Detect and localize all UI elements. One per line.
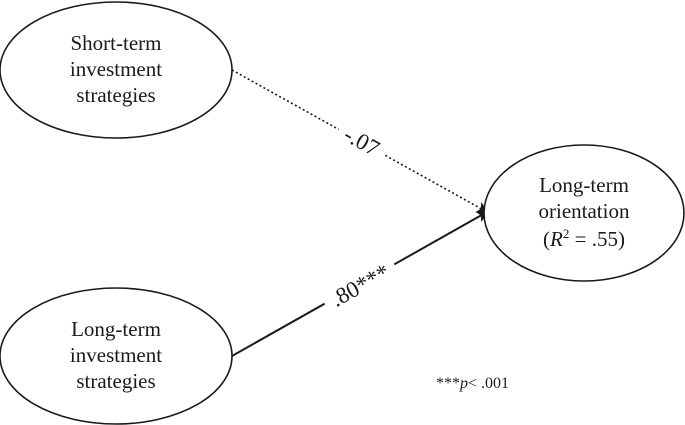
node-long-term-orientation [483,144,685,282]
node-outcome-line-2: orientation [539,199,630,223]
r-squared-superscript: 2 [563,226,570,241]
coefficient-long-background [318,254,402,316]
node-long-term-strategies [0,287,233,425]
node-short-term-line-1: Short-term [71,31,162,55]
r-squared-symbol: R [549,227,563,251]
node-long-term-line-2: investment [70,343,162,367]
node-long-term-line-1: Long-term [71,317,161,341]
node-outcome-line-1: Long-term [539,173,629,197]
node-short-term-line-3: strategies [76,83,155,107]
coefficient-long-term-edge: .80*** [327,259,394,312]
r-squared-open-paren: ( [543,227,550,251]
node-long-term-line-3: strategies [76,369,155,393]
significance-footnote: ***p< .001 [436,375,509,392]
r-squared-label: (R2 = .55) [543,226,625,251]
footnote-stars: *** [436,375,460,392]
node-short-term-strategies [0,1,233,139]
coefficient-short-background [332,117,392,165]
r-squared-value: = .55) [569,227,625,251]
node-short-term-line-2: investment [70,57,162,81]
footnote-threshold: < .001 [468,375,509,392]
footnote-p: p [459,375,468,392]
